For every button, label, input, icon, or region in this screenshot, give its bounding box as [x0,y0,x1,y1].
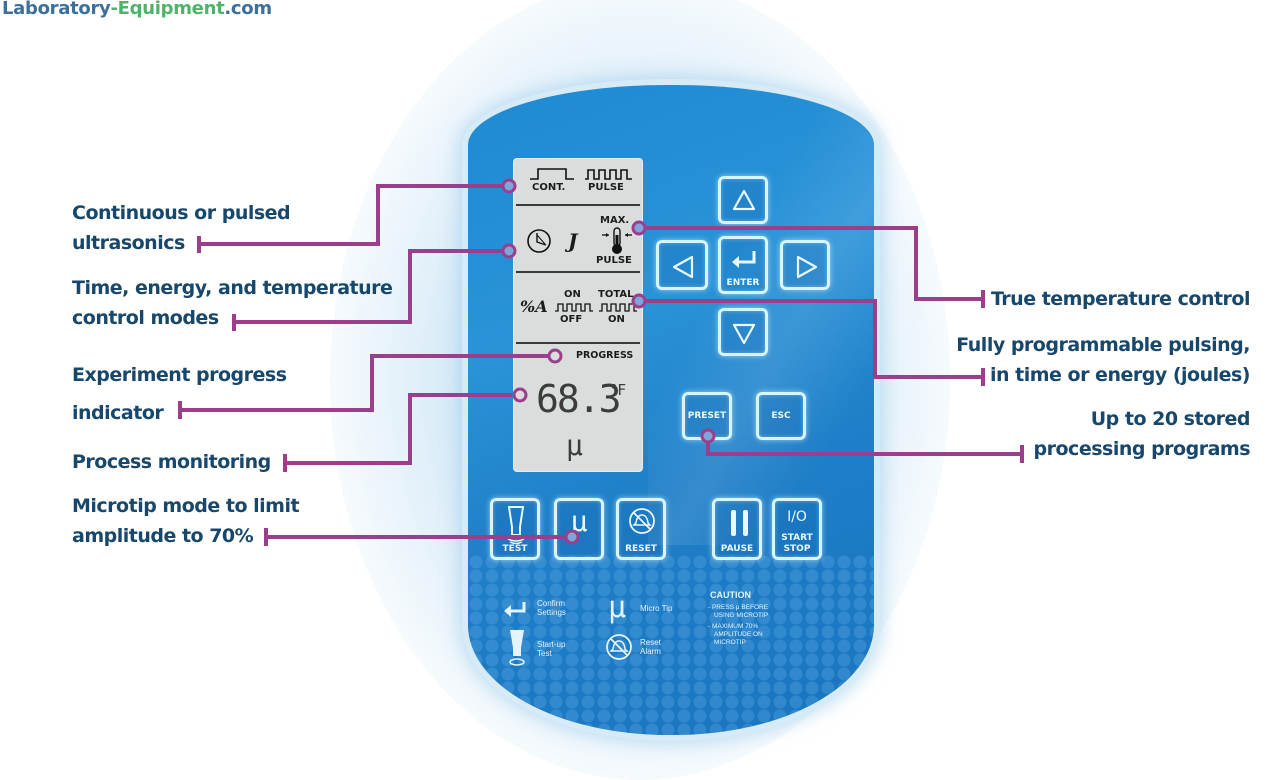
lcd-divider [516,204,640,206]
connector-presets [706,440,1022,456]
callout-microtip-mode: Microtip mode to limit amplitude to 70% [72,495,300,547]
lcd-off-label: OFF [560,314,583,325]
total-pulse-icon [599,303,637,312]
energy-joules-symbol: J [568,229,578,253]
connector-temperature [645,226,983,301]
site-logo: Laboratory-Equipment.com [2,0,272,19]
callout-dot [501,243,517,259]
up-arrow-icon [732,189,756,211]
panel-sheen [648,85,874,545]
lcd-max-pulse-label: PULSE [596,255,632,266]
callout-dot [564,529,580,545]
start-label: START [781,533,813,543]
logo-part-2: -Equipment [110,0,225,19]
esc-button[interactable]: ESC [756,392,806,440]
microtip-button[interactable]: μ [554,498,604,560]
connector-pulsing [645,299,983,379]
right-arrow-icon [796,255,818,279]
callout-connectors [178,178,1024,546]
callout-control-modes: Time, energy, and temperature control mo… [72,277,393,329]
callout-dot [512,387,528,403]
power-icon: I/O [787,509,807,525]
legend-microtip-icon: μ [608,590,627,625]
callout-programmable-pulsing: Fully programmable pulsing, in time or e… [956,334,1250,386]
lcd-cont-label: CONT. [532,182,566,193]
left-arrow-icon [672,255,694,279]
preset-label: PRESET [687,411,727,421]
reset-label: RESET [625,544,657,554]
lcd-display: CONT. PULSE J MAX. PULSE %A ON OFF TOTAL… [513,158,643,472]
pause-icon [731,510,748,536]
logo-part-1: Laboratory [2,0,111,19]
legend-startup: Start-up Test [537,640,566,658]
reset-button[interactable]: RESET [616,498,666,560]
pulse-wave-icon [585,169,632,180]
callout-true-temperature: True temperature control [990,288,1251,310]
startup-probe-icon [509,630,525,666]
callout-dot [631,220,647,236]
lcd-total-on-label: ON [608,314,625,325]
amplitude-symbol: %A [520,297,548,316]
microtip-key-symbol: μ [570,505,588,538]
connector-modes [234,249,505,324]
legend-microtip: Micro Tip [640,604,673,613]
on-off-pulse-icon [555,303,593,312]
lcd-divider [516,342,640,344]
callout-dot [547,348,563,364]
test-button[interactable]: TEST [490,498,540,560]
enter-label: ENTER [726,278,760,288]
esc-label: ESC [771,411,791,421]
down-arrow-button[interactable] [718,308,768,356]
caution-line: - MAXIMUM 70% [708,623,759,630]
connector-progress [180,354,548,412]
lcd-total-label: TOTAL [598,289,634,300]
connector-monitoring [285,393,512,465]
pause-button[interactable]: PAUSE [712,498,762,560]
hex-pattern [468,555,874,735]
callout-stored-programs: Up to 20 stored processing programs [1033,408,1251,460]
lcd-max-label: MAX. [600,215,630,226]
callout-dot [631,293,647,309]
callout-continuous-pulsed: Continuous or pulsed ultrasonics [72,202,291,254]
pause-label: PAUSE [720,544,754,554]
callout-dot [501,178,517,194]
alarm-off-icon [629,508,655,534]
up-arrow-button[interactable] [718,176,768,224]
continuous-wave-icon [530,168,574,180]
enter-icon [732,251,756,268]
temperature-readout: 68.3 [536,377,622,421]
confirm-enter-icon [504,602,526,617]
stop-label: STOP [783,544,811,554]
lcd-progress-label: PROGRESS [576,350,634,361]
logo-part-3: .com [224,0,272,19]
connector-continuous [199,184,505,246]
start-stop-button[interactable]: I/O START STOP [772,498,822,560]
legend-confirm: Confirm Settings [537,599,566,617]
caution-title: CAUTION [710,590,751,600]
right-arrow-button[interactable] [780,240,830,290]
lcd-on-label: ON [564,289,581,300]
legend-reset: Reset Alarm [640,638,661,656]
left-arrow-button[interactable] [656,240,708,290]
caution-line: MICROTIP [714,639,746,646]
microtip-indicator: μ [566,429,583,462]
callout-progress-indicator: Experiment progress indicator [72,364,287,424]
thermometer-icon [602,227,632,254]
caution-line: AMPLITUDE ON [714,631,763,638]
enter-button[interactable]: ENTER [718,236,768,294]
temperature-unit: °F [610,381,627,399]
lcd-divider [516,271,640,273]
test-label: TEST [502,544,528,554]
caution-line: - PRESS μ BEFORE [708,604,769,611]
callout-dot [700,428,716,444]
caution-line: USING MICROTIP [714,612,769,619]
down-arrow-icon [732,323,756,345]
clock-icon [527,229,551,253]
lcd-pulse-label: PULSE [588,182,624,193]
legend-alarm-off-icon [606,634,632,660]
callout-process-monitoring: Process monitoring [72,451,271,473]
